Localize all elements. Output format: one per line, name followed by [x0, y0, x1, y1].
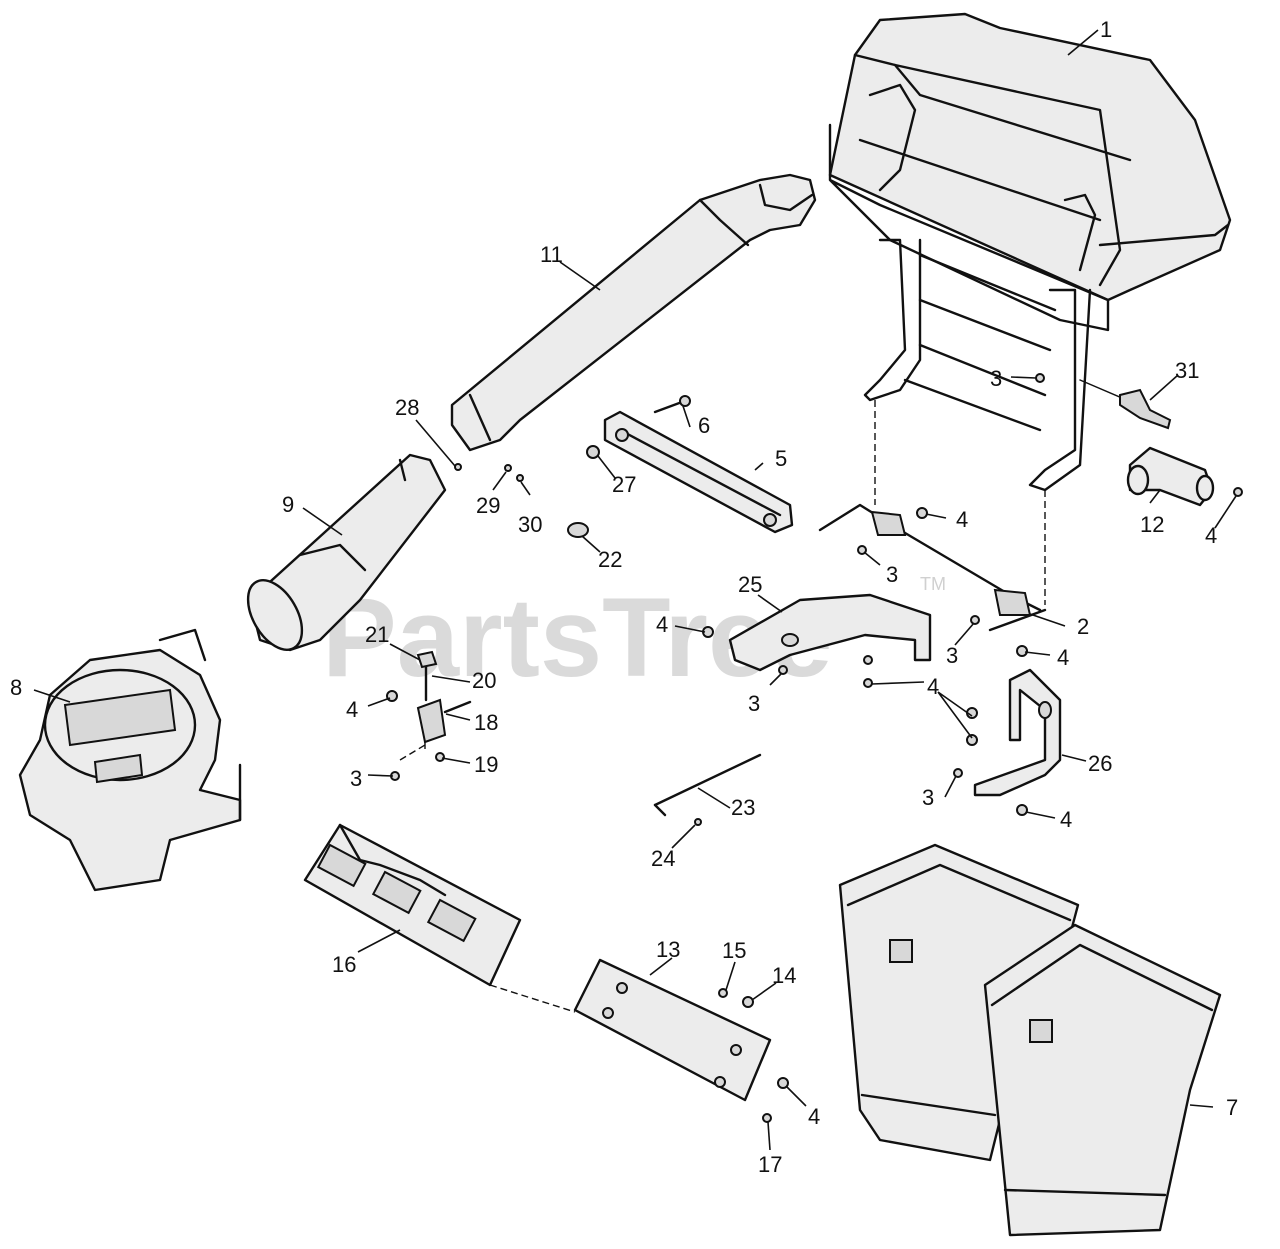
- callout-4: 4: [1205, 523, 1217, 548]
- callout-3: 3: [922, 785, 934, 810]
- callout-2: 2: [1077, 614, 1089, 639]
- fasteners: [386, 373, 1243, 1123]
- callout-4: 4: [927, 674, 939, 699]
- part-2-rod-assembly: [818, 503, 1047, 632]
- callout-3: 3: [350, 766, 362, 791]
- callout-3: 3: [886, 562, 898, 587]
- part-12-adapter: [1126, 446, 1215, 507]
- part-8-blower-housing: [18, 628, 242, 892]
- leader-lines: [33, 29, 1237, 1151]
- callout-3: 3: [990, 366, 1002, 391]
- part-25-bracket: [728, 593, 932, 672]
- callout-6: 6: [698, 413, 710, 438]
- callout-13: 13: [656, 937, 680, 962]
- callout-15: 15: [722, 938, 746, 963]
- callout-27: 27: [612, 472, 636, 497]
- callout-5: 5: [775, 446, 787, 471]
- part-7-collection-bags: [838, 843, 1222, 1237]
- callout-25: 25: [738, 572, 762, 597]
- part-11-chute-tube: [450, 173, 817, 452]
- bagger-frame: [863, 238, 1172, 492]
- callout-22: 22: [598, 547, 622, 572]
- part-13-plate: [573, 958, 772, 1102]
- callout-3: 3: [748, 691, 760, 716]
- callout-23: 23: [731, 795, 755, 820]
- callout-28: 28: [395, 395, 419, 420]
- callout-17: 17: [758, 1152, 782, 1177]
- assembly-dashed-lines: [399, 400, 1046, 1013]
- part-5-support-bar: [603, 410, 794, 534]
- callout-29: 29: [476, 493, 500, 518]
- callout-14: 14: [772, 963, 796, 988]
- callout-8: 8: [10, 675, 22, 700]
- callout-24: 24: [651, 846, 675, 871]
- callout-1: 1: [1100, 17, 1112, 42]
- part-26-bracket: [973, 668, 1062, 797]
- callout-4: 4: [808, 1104, 820, 1129]
- part-23-rod: [653, 753, 762, 817]
- callout-3: 3: [946, 643, 958, 668]
- small-hardware: [416, 445, 600, 744]
- callout-4: 4: [1060, 807, 1072, 832]
- callout-26: 26: [1088, 751, 1112, 776]
- part-9-lower-chute: [246, 453, 447, 652]
- part-16-decal-sheet: [303, 823, 522, 987]
- callout-16: 16: [332, 952, 356, 977]
- callout-31: 31: [1175, 358, 1199, 383]
- callout-7: 7: [1226, 1095, 1238, 1120]
- watermark-trademark: TM: [920, 574, 946, 594]
- callout-labels: 1 2 3 3 3 3 3 3 4 4 4 4 4 4 4 4 5 6 7 8 …: [10, 17, 1238, 1177]
- callout-21: 21: [365, 622, 389, 647]
- callout-4: 4: [656, 612, 668, 637]
- callout-20: 20: [472, 668, 496, 693]
- callout-4: 4: [346, 697, 358, 722]
- callout-19: 19: [474, 752, 498, 777]
- callout-18: 18: [474, 710, 498, 735]
- callout-4: 4: [1057, 645, 1069, 670]
- callout-30: 30: [518, 512, 542, 537]
- part-1-bagger-hood: [828, 12, 1232, 332]
- callout-12: 12: [1140, 512, 1164, 537]
- callout-11: 11: [540, 242, 563, 267]
- callout-4: 4: [956, 507, 968, 532]
- callout-9: 9: [282, 492, 294, 517]
- part-6-bolt: [653, 395, 691, 414]
